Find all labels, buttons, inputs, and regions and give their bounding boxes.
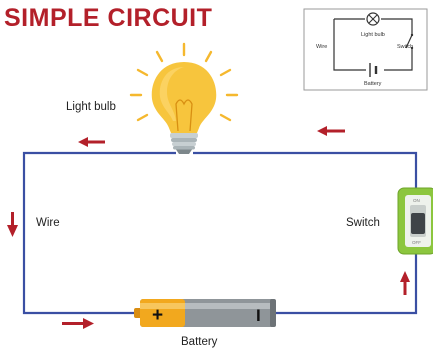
arrow-right-icon: [62, 318, 94, 329]
bulb-highlight: [159, 67, 184, 121]
battery-plus-terminal: +: [152, 305, 163, 326]
bulb-base: [170, 133, 198, 154]
bulb-filament: [175, 99, 193, 132]
battery-body-highlight: [140, 303, 276, 309]
label-light-bulb: Light bulb: [66, 101, 116, 113]
schematic-frame: [303, 8, 428, 91]
schematic-wire: [333, 18, 413, 71]
switch-lever: [411, 213, 425, 234]
schematic-battery-symbol: [369, 63, 378, 77]
current-arrows: [7, 126, 410, 329]
schematic-label-light-bulb: Light bulb: [361, 32, 385, 38]
battery: + I: [134, 299, 276, 327]
schematic-label-wire: Wire: [316, 44, 327, 50]
schematic-switch-symbol: [405, 33, 414, 50]
page-title: SIMPLE CIRCUIT: [4, 4, 212, 32]
switch-off-label: OFF: [412, 240, 421, 245]
battery-minus-terminal: I: [256, 306, 261, 325]
arrow-down-icon: [7, 212, 18, 237]
label-battery: Battery: [181, 336, 218, 348]
schematic-lamp-symbol: [366, 12, 380, 26]
schematic-label-battery: Battery: [364, 81, 382, 87]
arrow-left-icon: [78, 137, 105, 147]
schematic-inset: Light bulb Wire Switch Battery: [303, 8, 428, 91]
label-switch: Switch: [346, 217, 380, 229]
switch-on-label: ON: [413, 198, 420, 203]
arrow-left-icon: [317, 126, 345, 136]
glow-rays-icon: [129, 42, 239, 122]
schematic-label-switch: Switch: [397, 44, 413, 50]
light-bulb: [129, 42, 239, 154]
circuit-wire: [22, 151, 418, 315]
battery-end-cap: [270, 299, 276, 327]
switch: ON OFF: [397, 187, 433, 255]
arrow-up-icon: [400, 271, 410, 295]
label-wire: Wire: [36, 217, 60, 229]
battery-plus-band-highlight: [140, 303, 185, 309]
